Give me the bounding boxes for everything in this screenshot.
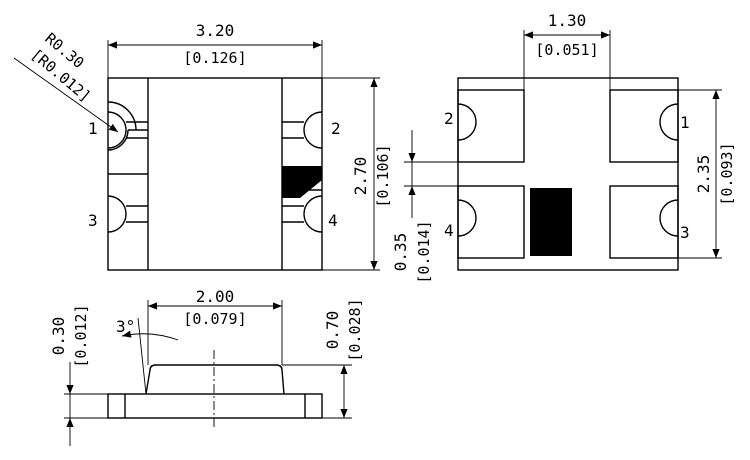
polarity-mark (282, 166, 322, 198)
side-base (107, 393, 323, 419)
side-base-mm: 0.30 (49, 317, 68, 356)
side-angle: 3° (116, 317, 135, 336)
bottom-pin-4: 4 (444, 221, 454, 240)
top-view: 3.20 [0.126] R0.30 [R0.012] 2.70 [0.106]… (13, 21, 392, 271)
top-pin-1: 1 (88, 119, 98, 138)
top-width-mm: 3.20 (196, 21, 235, 40)
top-height-in: [0.106] (374, 144, 392, 207)
side-view: 2.00 [0.079] 3° 0.30 [0.012] 0.70 [0.028… (49, 287, 364, 446)
top-width-in: [0.126] (183, 49, 246, 67)
pad-bottom-left (457, 185, 525, 259)
bottom-height-in: [0.093] (718, 142, 736, 205)
pad-top-left (457, 89, 525, 163)
top-pin-2: 2 (331, 119, 341, 138)
top-view-right-pads (282, 111, 323, 233)
radius-leader (13, 57, 119, 133)
bottom-pin-2: 2 (444, 109, 454, 128)
bottom-view: 1.30 [0.051] 2.35 [0.093] 0.35 [0.014] 2… (391, 11, 736, 284)
bottom-pin-3: 3 (680, 223, 690, 242)
side-base-in: [0.012] (72, 304, 90, 367)
bottom-pin-1: 1 (680, 113, 690, 132)
pad-bottom-right (609, 185, 679, 259)
bottom-slot-mm: 0.35 (391, 233, 410, 272)
top-height-mm: 2.70 (351, 157, 370, 196)
top-pin-3: 3 (88, 211, 98, 230)
side-lens-mm: 2.00 (196, 287, 235, 306)
side-total-mm: 0.70 (323, 311, 342, 350)
bottom-height-mm: 2.35 (694, 155, 713, 194)
cathode-mark (530, 188, 572, 256)
bottom-slot-in: [0.014] (415, 220, 433, 283)
side-lens-in: [0.079] (183, 310, 246, 328)
pad-top-right (609, 89, 679, 163)
bottom-gap-in: [0.051] (535, 41, 598, 59)
side-lens (145, 364, 285, 395)
top-view-left-pads (107, 101, 148, 233)
top-pin-4: 4 (328, 211, 338, 230)
side-total-in: [0.028] (346, 298, 364, 361)
bottom-view-body (457, 77, 679, 271)
bottom-gap-mm: 1.30 (548, 11, 587, 30)
